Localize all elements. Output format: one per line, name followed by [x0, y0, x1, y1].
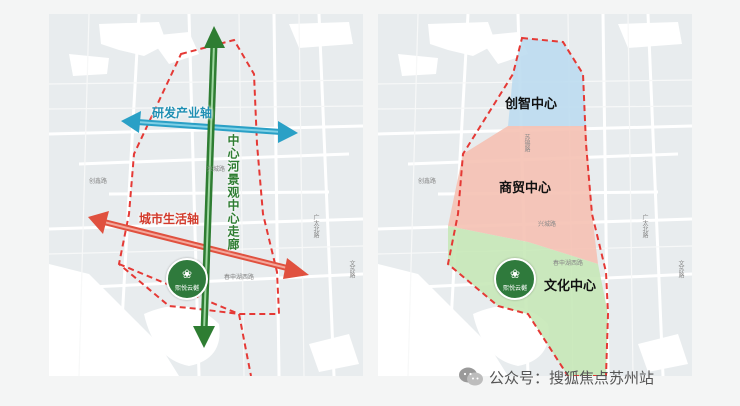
axes-map-panel: 研发产业轴 城市生活轴 中心河景观中心走廊 创鑫路 兴城路 广太北路 春申湖西路… [49, 14, 363, 376]
road-label: 兴城路 [538, 221, 557, 228]
zones-map-base [378, 14, 692, 376]
city-life-axis-arrow [88, 211, 309, 279]
logo-mark-icon: ❀ [509, 267, 521, 281]
logo-name: 熙悦云樾 [502, 285, 527, 292]
zone-culture-label: 文化中心 [544, 279, 597, 294]
road-label: 春申湖西路 [224, 274, 255, 281]
road-label: 苏锡路 [523, 134, 530, 152]
river-corridor-label: 中心河景观中心走廊 [226, 134, 240, 251]
project-logo: ❀ 熙悦云樾 [494, 258, 536, 300]
logo-name: 熙悦云樾 [174, 285, 199, 292]
zone-innovation [508, 38, 586, 126]
zone-commerce-label: 商贸中心 [499, 181, 552, 196]
project-boundary [117, 38, 281, 315]
project-logo: ❀ 熙悦云樾 [166, 258, 208, 300]
road-label: 创鑫路 [89, 178, 108, 185]
road-label: 文苏路 [348, 260, 355, 278]
watermark: 公众号：搜狐焦点苏州站 [458, 366, 654, 388]
road-label: 广太北路 [641, 214, 648, 238]
axes-map-base [49, 14, 363, 376]
city-life-axis-label: 城市生活轴 [139, 212, 200, 226]
zone-culture [448, 226, 608, 376]
road-label: 春申湖西路 [553, 260, 584, 267]
logo-mark-icon: ❀ [181, 267, 193, 281]
road-label: 兴城路 [207, 166, 226, 173]
wechat-icon [459, 367, 483, 386]
project-boundary [446, 36, 610, 376]
watermark-text: 公众号：搜狐焦点苏州站 [489, 368, 655, 387]
zone-commerce [448, 126, 598, 264]
zones-map-panel: 创智中心 商贸中心 文化中心 苏锡路 创鑫路 兴城路 广太北路 春申湖西路 文苏… [378, 14, 692, 376]
road-label: 文苏路 [677, 260, 684, 278]
road-label: 广太北路 [312, 214, 319, 238]
road-label: 创鑫路 [418, 178, 437, 185]
zone-innovation-label: 创智中心 [505, 97, 558, 112]
research-axis-label: 研发产业轴 [152, 106, 213, 120]
